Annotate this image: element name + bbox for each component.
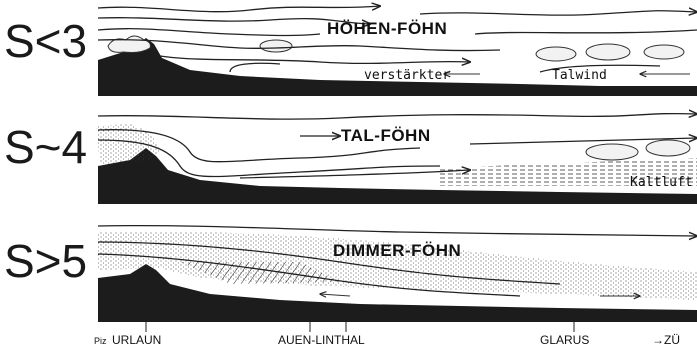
place-prefix: Piz xyxy=(94,336,107,346)
panel-dimmer-foehn: S>5 DIMMER-FÖHN xyxy=(4,226,697,322)
lenticular-cloud xyxy=(644,45,684,59)
place-label: →ZÜ xyxy=(652,333,680,347)
panel-title: TAL-FÖHN xyxy=(341,126,431,145)
place-label: AUEN-LINTHAL xyxy=(278,333,365,347)
place-label: URLAUN xyxy=(112,333,161,347)
lenticular-cloud xyxy=(586,44,630,60)
place-labels: Piz URLAUN AUEN-LINTHAL GLARUS →ZÜ xyxy=(94,322,680,347)
annotation: Kaltluft xyxy=(630,175,693,190)
panel-title: HÖHEN-FÖHN xyxy=(327,19,447,38)
airflow-lines xyxy=(98,6,697,74)
panel-hoehen-foehn: S<3 HÖHEN-FÖHN verstärkter Talwind xyxy=(4,6,697,96)
panel-tal-foehn: S~4 TAL-FÖHN Kaltluft xyxy=(4,114,697,204)
annotation: Talwind xyxy=(552,68,607,83)
stability-label: S~4 xyxy=(4,121,87,173)
annotation: verstärkter xyxy=(364,68,450,83)
stability-label: S<3 xyxy=(4,15,87,67)
panel-title: DIMMER-FÖHN xyxy=(333,241,461,260)
lenticular-cloud xyxy=(586,144,638,160)
lenticular-cloud xyxy=(646,140,690,156)
lenticular-cloud xyxy=(536,47,576,61)
stability-label: S>5 xyxy=(4,235,87,287)
place-label: GLARUS xyxy=(540,333,589,347)
lenticular-cloud xyxy=(260,40,292,52)
cap-cloud xyxy=(108,36,150,53)
